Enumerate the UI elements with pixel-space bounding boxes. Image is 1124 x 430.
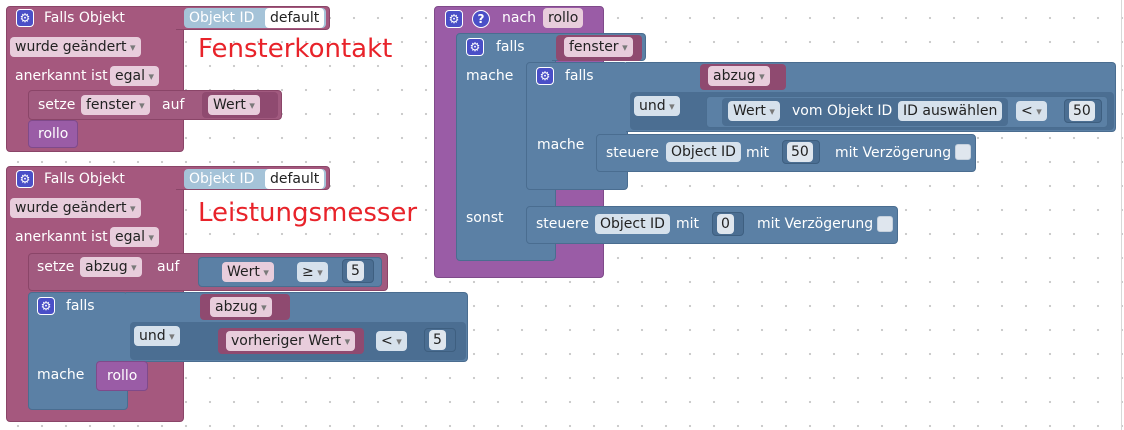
value-dropdown[interactable]: Wert: [222, 262, 274, 282]
number-socket: 50: [782, 140, 820, 164]
delay-checkbox[interactable]: [877, 216, 893, 232]
value-dropdown[interactable]: Wert: [208, 95, 260, 115]
object-id-label: Objekt ID: [189, 10, 255, 26]
logic-dropdown[interactable]: und: [634, 96, 680, 116]
object-id-value[interactable]: default: [265, 169, 325, 189]
function-title: nach: [502, 10, 537, 26]
annotation-leistungsmesser: Leistungsmesser: [198, 198, 418, 228]
from-object-label: vom Objekt ID: [792, 103, 893, 119]
number-field[interactable]: 0: [717, 214, 734, 234]
function-name[interactable]: rollo: [543, 8, 584, 28]
with-label: mit: [676, 216, 700, 232]
call-rollo-block[interactable]: [28, 120, 78, 148]
gear-icon[interactable]: ⚙: [445, 10, 463, 28]
else-label: sonst: [466, 210, 504, 226]
number-socket: 5: [342, 259, 374, 283]
help-icon[interactable]: ?: [472, 10, 490, 28]
value-dropdown[interactable]: Wert: [728, 101, 780, 121]
block-title: Falls Objekt: [44, 10, 125, 26]
variable-dropdown[interactable]: abzug: [210, 297, 272, 317]
number-socket: 0: [712, 212, 744, 236]
if-label: falls: [66, 298, 95, 314]
prev-value-dropdown[interactable]: vorheriger Wert: [226, 331, 356, 351]
trigger-dropdown[interactable]: wurde geändert: [10, 37, 141, 57]
operator-dropdown[interactable]: <: [376, 331, 407, 351]
call-label: rollo: [107, 368, 138, 384]
number-socket: 50: [1064, 99, 1102, 123]
ack-dropdown[interactable]: egal: [110, 227, 159, 247]
object-id-field[interactable]: Object ID: [666, 142, 741, 162]
set-on-label: auf: [162, 97, 185, 113]
ack-label: anerkannt ist: [15, 229, 108, 245]
number-socket: 5: [424, 328, 456, 352]
set-label: setze: [38, 97, 76, 113]
block-title: Falls Objekt: [44, 171, 125, 187]
number-field[interactable]: 50: [1069, 101, 1095, 121]
gear-icon[interactable]: ⚙: [37, 297, 55, 315]
call-rollo-block[interactable]: [96, 361, 148, 391]
number-field[interactable]: 50: [787, 142, 813, 162]
variable-dropdown[interactable]: abzug: [708, 66, 770, 86]
gear-icon[interactable]: ⚙: [466, 38, 484, 56]
object-id-value[interactable]: default: [265, 8, 325, 28]
operator-dropdown[interactable]: ≥: [297, 262, 328, 282]
inner-do-label: mache: [537, 137, 585, 153]
number-field[interactable]: 5: [347, 261, 364, 281]
do-label: mache: [37, 367, 85, 383]
delay-checkbox[interactable]: [955, 144, 971, 160]
object-id-label: Objekt ID: [189, 171, 255, 187]
set-on-label: auf: [157, 259, 180, 275]
variable-dropdown[interactable]: fenster: [81, 95, 150, 115]
with-label: mit: [746, 145, 770, 161]
annotation-fensterkontakt: Fensterkontakt: [198, 34, 393, 64]
gear-icon[interactable]: ⚙: [16, 170, 34, 188]
set-label: setze: [37, 259, 75, 275]
gear-icon[interactable]: ⚙: [536, 67, 554, 85]
delay-label: mit Verzögerung: [835, 145, 952, 161]
do-label: mache: [466, 68, 514, 84]
trigger-dropdown[interactable]: wurde geändert: [10, 198, 141, 218]
control-label: steuere: [536, 216, 589, 232]
inner-if-label: falls: [565, 68, 594, 84]
gear-icon[interactable]: ⚙: [16, 9, 34, 27]
logic-dropdown[interactable]: und: [134, 326, 180, 346]
variable-dropdown[interactable]: abzug: [80, 257, 142, 277]
ack-dropdown[interactable]: egal: [110, 66, 159, 86]
control-label: steuere: [606, 145, 659, 161]
variable-dropdown[interactable]: fenster: [564, 37, 633, 57]
delay-label: mit Verzögerung: [757, 216, 874, 232]
object-id-field[interactable]: Object ID: [595, 214, 670, 234]
select-id-field[interactable]: ID auswählen: [898, 101, 1003, 121]
number-field[interactable]: 5: [429, 330, 446, 350]
if-label: falls: [496, 39, 525, 55]
call-label: rollo: [38, 126, 69, 142]
operator-dropdown[interactable]: <: [1016, 101, 1047, 121]
ack-label: anerkannt ist: [15, 68, 108, 84]
